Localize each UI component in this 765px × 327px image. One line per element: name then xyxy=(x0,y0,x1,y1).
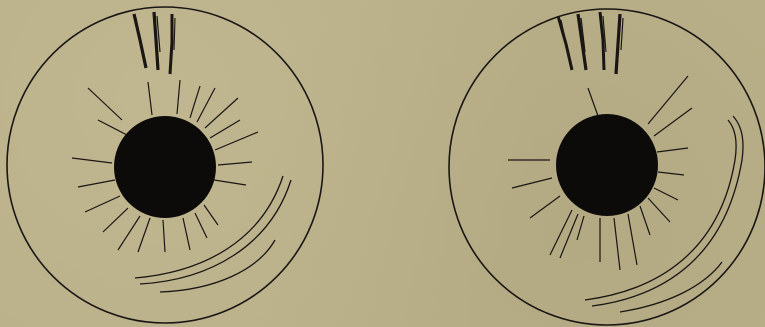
right-eye-pupil xyxy=(556,114,658,216)
right-eye-upper-streaks xyxy=(558,12,623,74)
left-eye-pupil xyxy=(114,116,216,218)
left-eye-upper-streaks xyxy=(134,12,175,74)
right-eye-panel xyxy=(449,9,765,325)
left-eye-panel xyxy=(7,7,323,323)
